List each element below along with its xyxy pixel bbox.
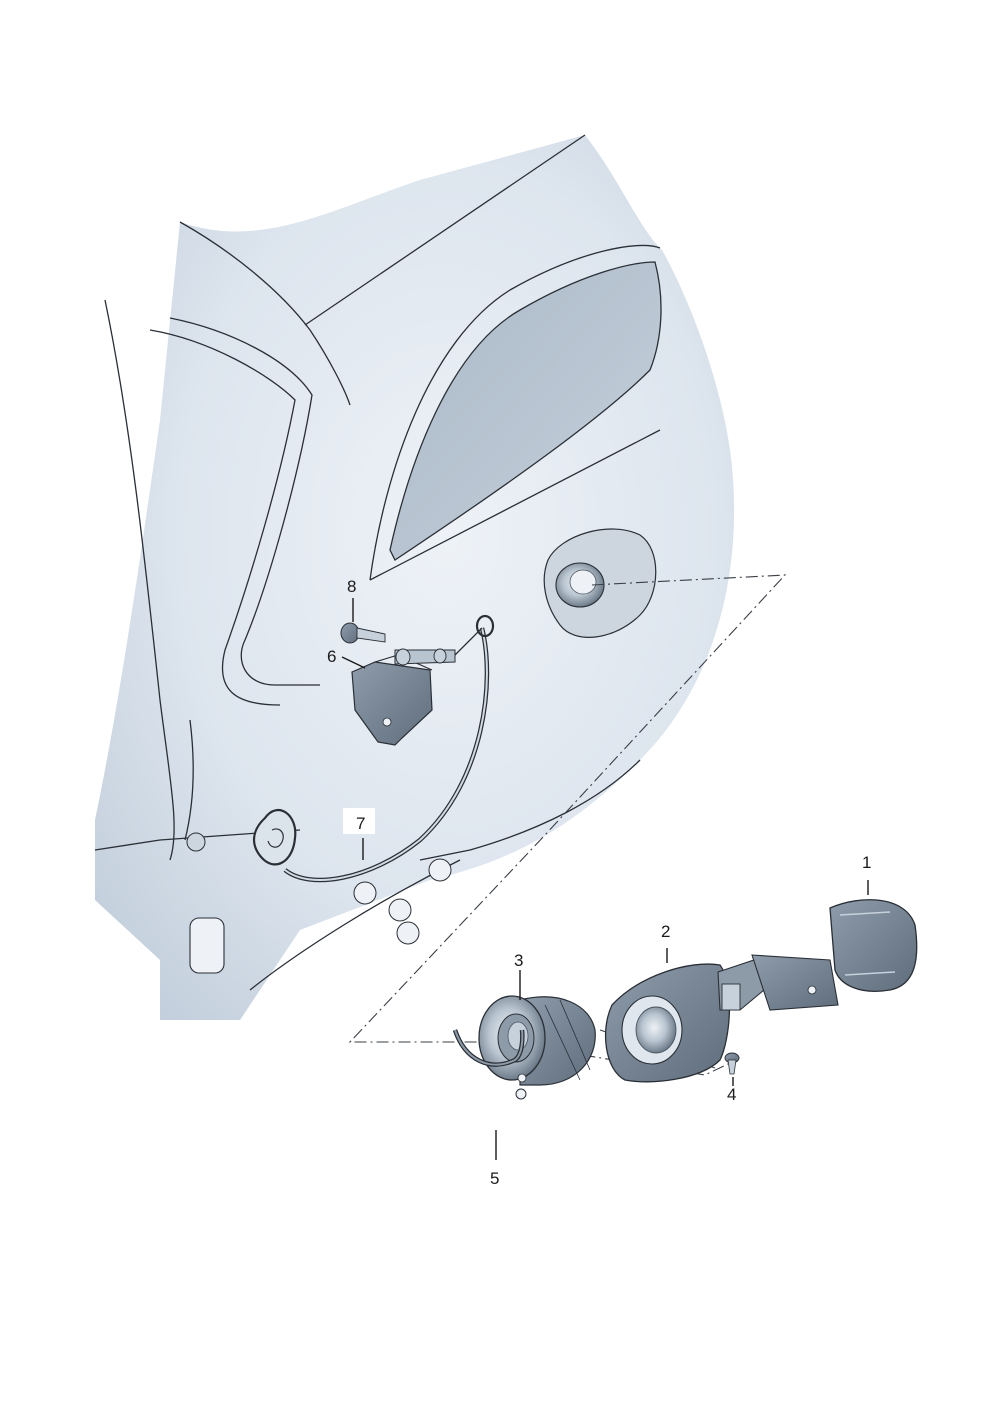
roof-rail-line <box>304 134 586 326</box>
sill-line <box>94 829 301 851</box>
c-pillar-edge-line <box>149 329 296 706</box>
callout-8: 8 <box>347 577 356 596</box>
part-5-drain-hose <box>452 1029 527 1100</box>
car-body-rear-quarter <box>94 134 735 1020</box>
part-2-filler-flap-unit <box>604 954 839 1083</box>
part-4-screw <box>724 1052 740 1075</box>
filler-recess-on-body <box>543 528 657 638</box>
window-frame-line <box>369 244 661 581</box>
body-hole <box>388 898 412 922</box>
callout-labels: 1 2 3 4 5 6 7 8 <box>327 577 871 1188</box>
callout-2: 2 <box>661 922 670 941</box>
body-hole <box>353 881 377 905</box>
c-pillar-inner-line <box>309 329 351 406</box>
part-7-cable <box>253 614 495 883</box>
wheel-arch-line <box>419 759 641 861</box>
quarter-window <box>389 261 662 561</box>
part-8-bolt <box>340 622 386 644</box>
callout-1: 1 <box>862 853 871 872</box>
part-1-flap-cover <box>829 899 918 992</box>
part-3-filler-neck-housing <box>478 995 596 1086</box>
body-hole <box>186 832 206 852</box>
body-hole <box>396 921 420 945</box>
c-pillar-outer-line <box>169 317 320 686</box>
body-slot <box>189 917 225 974</box>
window-lower-line <box>369 429 661 581</box>
callout-3: 3 <box>514 951 523 970</box>
callout-leaders <box>341 598 869 1160</box>
callout-5: 5 <box>490 1169 499 1188</box>
door-opening-line <box>104 299 175 861</box>
lower-pillar-line <box>184 719 194 841</box>
callout-6: 6 <box>327 647 336 666</box>
roof-edge-line <box>179 221 311 331</box>
callout-7: 7 <box>356 814 365 833</box>
body-hole <box>428 858 452 882</box>
part-6-actuator <box>351 648 456 746</box>
callout-4: 4 <box>727 1085 736 1104</box>
